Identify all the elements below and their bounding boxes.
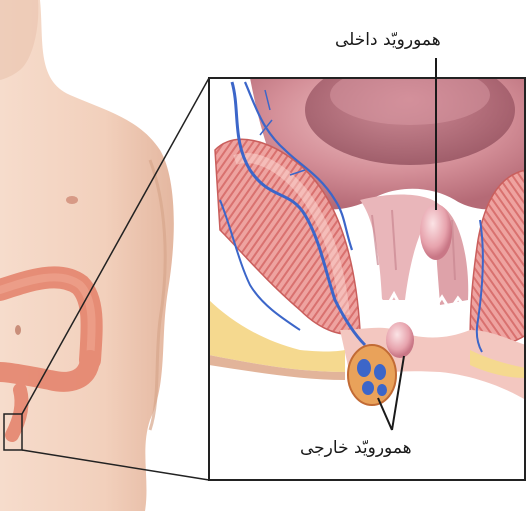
nipple [66,196,78,204]
torso-illustration [0,0,174,511]
external-hemorrhoid-label: همورویّد خارجی [300,438,412,458]
internal-hemorrhoid-label: همورویّد داخلی [335,30,441,50]
inset-anatomy [209,55,526,480]
internal-hemorrhoid [420,204,452,260]
